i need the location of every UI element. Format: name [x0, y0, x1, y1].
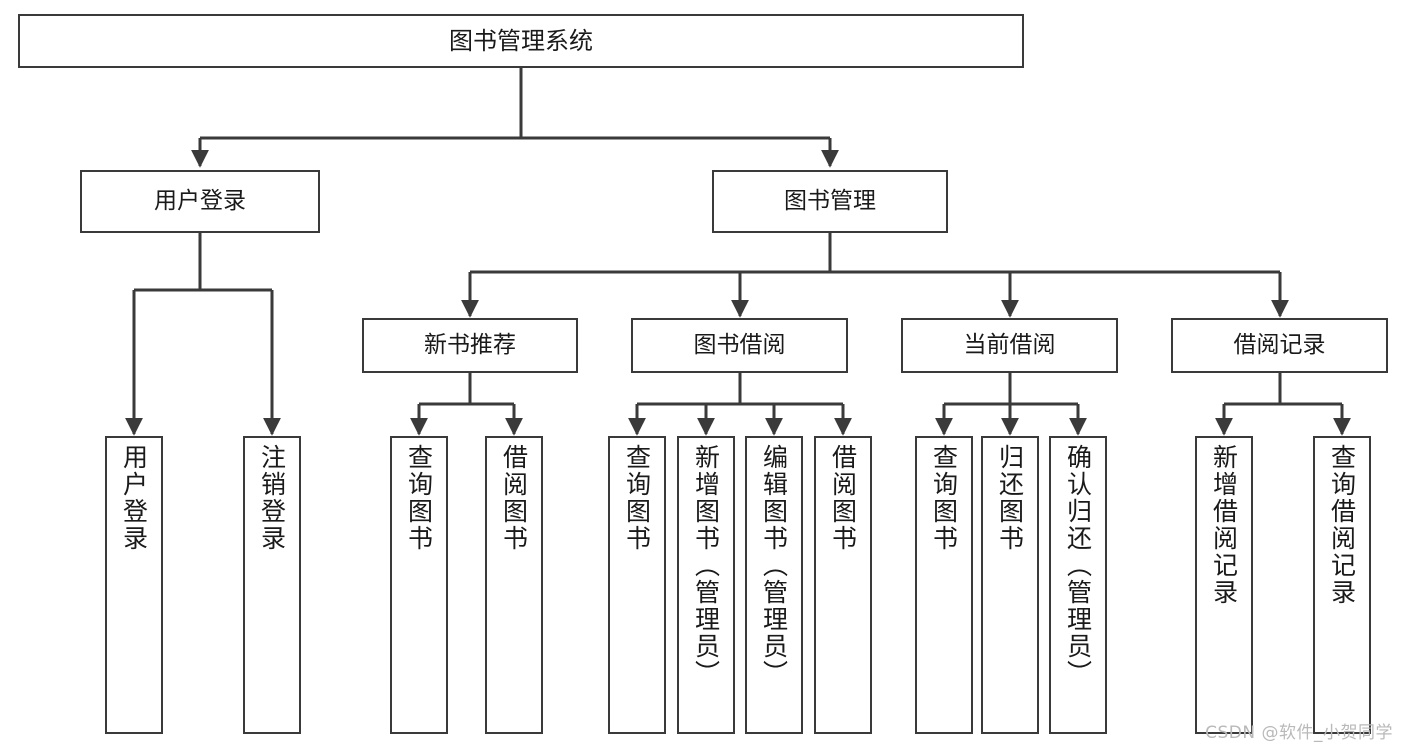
node-leaf-add-borrow-record[interactable]: 新增借阅记录	[1195, 436, 1253, 734]
node-root-book-management-system[interactable]: 图书管理系统	[18, 14, 1024, 68]
node-label: 用户登录	[154, 187, 246, 214]
node-label: 新增借阅记录	[1209, 444, 1239, 606]
node-label: 当前借阅	[963, 331, 1056, 358]
node-label: 编辑图书（管理员）	[759, 444, 789, 687]
node-leaf-query-borrow-record[interactable]: 查询借阅记录	[1313, 436, 1371, 734]
node-label: 查询图书	[622, 444, 652, 552]
node-book-management[interactable]: 图书管理	[712, 170, 948, 233]
node-label: 确认归还（管理员）	[1063, 444, 1093, 687]
node-label: 图书管理系统	[449, 26, 593, 55]
node-current-borrow[interactable]: 当前借阅	[901, 318, 1118, 373]
node-label: 查询图书	[929, 444, 959, 552]
node-label: 归还图书	[995, 444, 1025, 552]
node-book-borrow[interactable]: 图书借阅	[631, 318, 848, 373]
node-label: 用户登录	[119, 444, 149, 552]
node-label: 借阅图书	[499, 444, 529, 552]
node-label: 借阅图书	[828, 444, 858, 552]
node-leaf-return-book[interactable]: 归还图书	[981, 436, 1039, 734]
node-leaf-user-login[interactable]: 用户登录	[105, 436, 163, 734]
node-label: 注销登录	[257, 444, 287, 552]
node-leaf-new-book-borrow[interactable]: 借阅图书	[485, 436, 543, 734]
node-leaf-current-query-book[interactable]: 查询图书	[915, 436, 973, 734]
node-borrow-record[interactable]: 借阅记录	[1171, 318, 1388, 373]
node-label: 图书借阅	[693, 331, 786, 358]
node-leaf-logout[interactable]: 注销登录	[243, 436, 301, 734]
node-label: 图书管理	[784, 187, 876, 214]
node-label: 查询图书	[404, 444, 434, 552]
node-new-book-recommendation[interactable]: 新书推荐	[362, 318, 578, 373]
node-leaf-add-book-admin[interactable]: 新增图书（管理员）	[677, 436, 735, 734]
node-leaf-borrow-book[interactable]: 借阅图书	[814, 436, 872, 734]
node-label: 借阅记录	[1233, 331, 1326, 358]
node-leaf-borrow-query-book[interactable]: 查询图书	[608, 436, 666, 734]
node-leaf-edit-book-admin[interactable]: 编辑图书（管理员）	[745, 436, 803, 734]
node-user-login[interactable]: 用户登录	[80, 170, 320, 233]
node-label: 新书推荐	[424, 331, 516, 358]
node-leaf-confirm-return-admin[interactable]: 确认归还（管理员）	[1049, 436, 1107, 734]
node-label: 查询借阅记录	[1327, 444, 1357, 606]
node-label: 新增图书（管理员）	[691, 444, 721, 687]
node-leaf-new-book-query[interactable]: 查询图书	[390, 436, 448, 734]
